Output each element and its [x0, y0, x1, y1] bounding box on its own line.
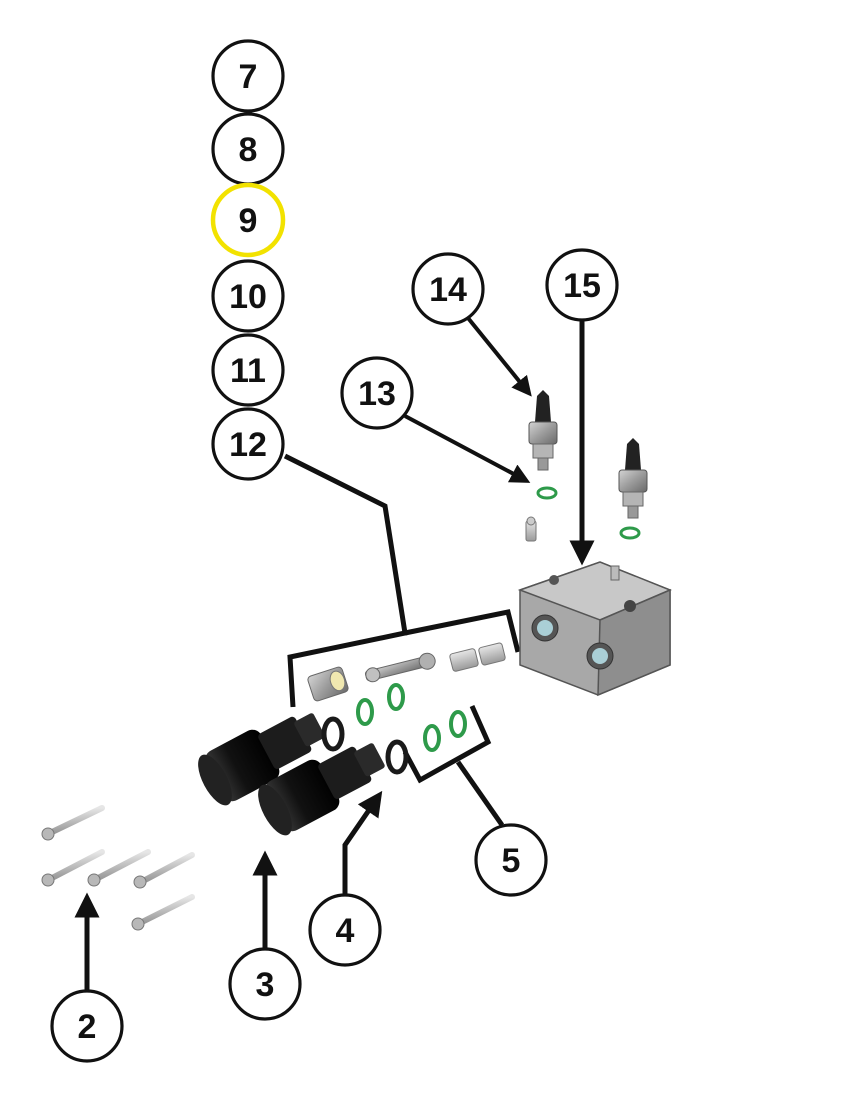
svg-text:9: 9: [239, 202, 258, 240]
leader-lines: [74, 316, 595, 990]
svg-text:10: 10: [229, 278, 267, 316]
callout-11: 11: [211, 333, 285, 407]
callout-14: 14: [411, 252, 485, 326]
svg-text:15: 15: [563, 267, 601, 305]
pressure-sensor-icon: [528, 390, 648, 519]
leader-4: [342, 790, 383, 895]
svg-text:14: 14: [429, 271, 467, 309]
callout-labels: 7 8 9 10 11 12 13 14: [50, 39, 619, 1063]
leader-5: [455, 760, 505, 827]
svg-text:4: 4: [336, 912, 355, 950]
callout-3: 3: [228, 947, 302, 1021]
svg-text:8: 8: [239, 131, 258, 169]
leader-13: [404, 414, 531, 483]
svg-text:11: 11: [230, 352, 266, 390]
screw-icon: [49, 805, 195, 925]
callout-10: 10: [211, 259, 285, 333]
callout-2: 2: [50, 989, 124, 1063]
svg-text:13: 13: [358, 375, 396, 413]
fitting-icon: [525, 516, 537, 542]
callout-12: 12: [211, 407, 285, 481]
svg-text:3: 3: [256, 966, 275, 1004]
svg-text:12: 12: [229, 426, 267, 464]
svg-text:2: 2: [78, 1008, 97, 1046]
callout-15: 15: [545, 248, 619, 322]
cartridge-parts: [307, 642, 506, 702]
callout-13: 13: [340, 356, 414, 430]
callout-4: 4: [308, 893, 382, 967]
bracket-5: [402, 704, 492, 784]
svg-text:5: 5: [502, 842, 521, 880]
screw-heads: [41, 827, 147, 931]
callout-7: 7: [211, 39, 285, 113]
leader-14: [466, 316, 532, 397]
callout-9: 9: [210, 182, 286, 258]
callout-8: 8: [211, 112, 285, 186]
valve-block-icon: [517, 561, 672, 697]
bracket-12: [404, 609, 521, 653]
black-knob-icon: [198, 713, 385, 836]
callout-5: 5: [474, 823, 548, 897]
svg-text:7: 7: [239, 58, 258, 96]
o-ring-icon: [321, 486, 641, 775]
